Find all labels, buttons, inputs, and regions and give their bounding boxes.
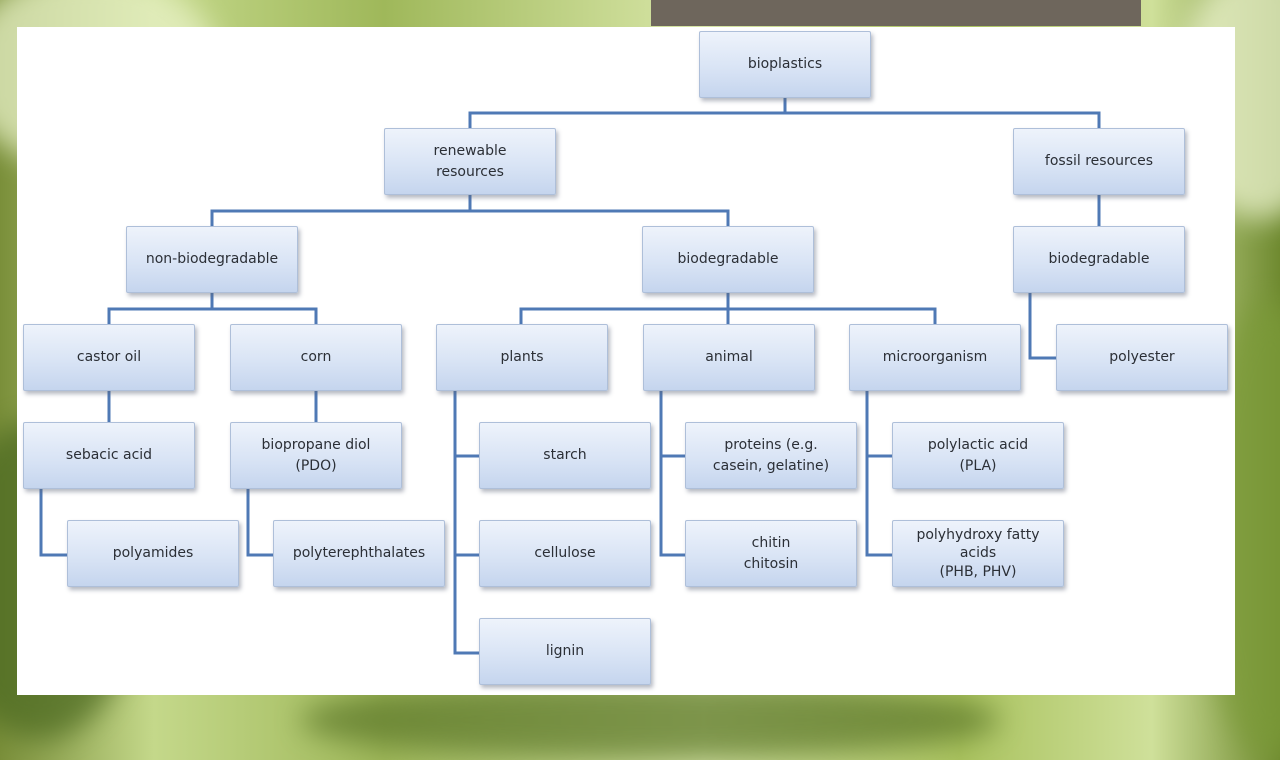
node-polyterephthalates: polyterephthalates bbox=[273, 520, 445, 587]
connector bbox=[246, 489, 273, 557]
node-label: chitin bbox=[751, 535, 791, 552]
node-label: resources bbox=[436, 163, 504, 180]
node-label: polyterephthalates bbox=[292, 545, 426, 562]
node-label: non-biodegradable bbox=[145, 251, 279, 268]
node-microorganism: microorganism bbox=[849, 324, 1021, 391]
node-label: plants bbox=[500, 349, 544, 366]
node-label: starch bbox=[543, 447, 587, 464]
connector bbox=[728, 307, 937, 325]
node-label: cellulose bbox=[534, 545, 596, 562]
node-label: renewable bbox=[433, 143, 507, 160]
node-label: castor oil bbox=[76, 349, 142, 366]
node-label: biopropane diol bbox=[261, 437, 371, 454]
node-plants: plants bbox=[436, 324, 608, 391]
node-sebacic-acid: sebacic acid bbox=[23, 422, 195, 489]
node-bioplastics: bioplastics bbox=[699, 31, 871, 98]
node-label: corn bbox=[300, 349, 332, 366]
node-biopropane-diol: biopropane diol (PDO) bbox=[230, 422, 402, 489]
node-label: (PDO) bbox=[295, 457, 337, 474]
node-polyester: polyester bbox=[1056, 324, 1228, 391]
connector bbox=[210, 195, 472, 227]
node-biodegradable-fossil: biodegradable bbox=[1013, 226, 1185, 293]
connector bbox=[1028, 293, 1057, 360]
node-label: microorganism bbox=[882, 349, 988, 366]
node-lignin: lignin bbox=[479, 618, 651, 685]
node-biodegradable-renewable: biodegradable bbox=[642, 226, 814, 293]
node-animal: animal bbox=[643, 324, 815, 391]
node-label: acids bbox=[959, 545, 997, 562]
node-label: bioplastics bbox=[747, 56, 823, 73]
connector bbox=[107, 293, 214, 325]
diagram-panel: bioplastics renewable resources fossil r… bbox=[17, 27, 1235, 695]
connector bbox=[785, 111, 1101, 129]
node-label: polylactic acid bbox=[927, 437, 1029, 454]
node-corn: corn bbox=[230, 324, 402, 391]
connector bbox=[865, 391, 892, 557]
connector bbox=[453, 391, 479, 655]
node-label: chitosin bbox=[743, 555, 799, 572]
node-label: polyamides bbox=[112, 545, 194, 562]
node-label: sebacic acid bbox=[65, 447, 153, 464]
node-polylactic-acid: polylactic acid (PLA) bbox=[892, 422, 1064, 489]
node-polyamides: polyamides bbox=[67, 520, 239, 587]
node-starch: starch bbox=[479, 422, 651, 489]
node-chitin-chitosin: chitin chitosin bbox=[685, 520, 857, 587]
node-label: animal bbox=[705, 349, 753, 366]
node-label: lignin bbox=[545, 643, 585, 660]
node-castor-oil: castor oil bbox=[23, 324, 195, 391]
node-cellulose: cellulose bbox=[479, 520, 651, 587]
node-label: casein, gelatine) bbox=[712, 457, 830, 474]
node-label: biodegradable bbox=[1048, 251, 1150, 268]
connector bbox=[519, 293, 730, 325]
node-label: (PLA) bbox=[959, 457, 997, 474]
node-polyhydroxy-fatty-acids: polyhydroxy fatty acids (PHB, PHV) bbox=[892, 520, 1064, 587]
connector bbox=[39, 489, 67, 557]
connector bbox=[659, 391, 685, 557]
node-label: biodegradable bbox=[677, 251, 779, 268]
node-label: polyester bbox=[1109, 349, 1175, 366]
node-label: polyhydroxy fatty bbox=[916, 527, 1040, 544]
node-label: fossil resources bbox=[1044, 153, 1154, 170]
node-proteins: proteins (e.g. casein, gelatine) bbox=[685, 422, 857, 489]
node-non-biodegradable: non-biodegradable bbox=[126, 226, 298, 293]
connector bbox=[212, 307, 318, 325]
node-renewable-resources: renewable resources bbox=[384, 128, 556, 195]
node-fossil-resources: fossil resources bbox=[1013, 128, 1185, 195]
connector-lines bbox=[39, 98, 1101, 655]
connector bbox=[468, 98, 787, 129]
node-label: proteins (e.g. bbox=[724, 437, 818, 454]
title-bar bbox=[651, 0, 1141, 26]
node-label: (PHB, PHV) bbox=[939, 563, 1017, 580]
connector bbox=[470, 209, 730, 227]
